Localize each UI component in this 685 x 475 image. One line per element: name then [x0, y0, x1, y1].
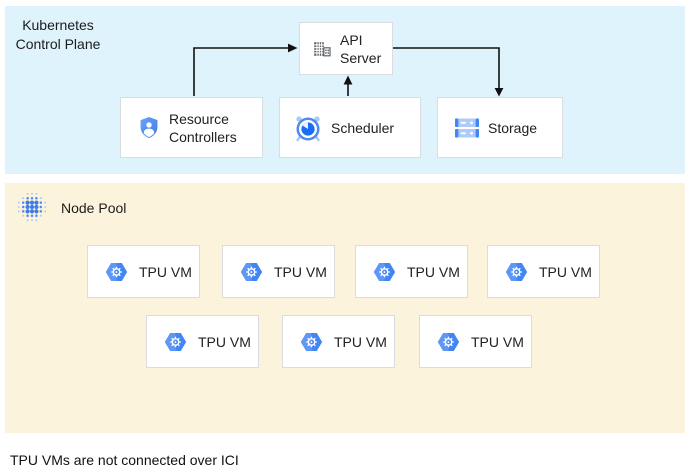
alarm-clock-icon [293, 113, 323, 143]
tpu-vm-box: TPU VM [419, 315, 532, 368]
node-api-server: API Server [299, 22, 393, 75]
tpu-hexagon-icon [163, 331, 188, 353]
tpu-vm-box: TPU VM [87, 245, 200, 298]
tpu-vm-label: TPU VM [274, 263, 327, 280]
node-label: API Server [340, 31, 382, 66]
node-label: Resource Controllers [169, 110, 237, 145]
control-plane-title: Kubernetes Control Plane [15, 17, 101, 52]
tpu-vm-label: TPU VM [198, 333, 251, 350]
node-resource-controllers: Resource Controllers [120, 97, 263, 158]
node-label: Scheduler [331, 119, 395, 136]
dotted-cluster-icon [17, 192, 47, 222]
tpu-hexagon-icon [504, 261, 529, 283]
node-storage: Storage [437, 97, 563, 158]
tpu-vm-box: TPU VM [487, 245, 600, 298]
tpu-vm-box: TPU VM [222, 245, 335, 298]
tpu-hexagon-icon [239, 261, 264, 283]
shield-user-icon [136, 115, 162, 141]
tpu-vm-label: TPU VM [407, 263, 460, 280]
node-scheduler: Scheduler [279, 97, 421, 158]
tpu-hexagon-icon [436, 331, 461, 353]
tpu-hexagon-icon [372, 261, 397, 283]
tpu-vm-box: TPU VM [282, 315, 395, 368]
caption: TPU VMs are not connected over ICI [10, 452, 239, 468]
node-pool-title: Node Pool [61, 200, 127, 216]
disk-stack-icon [454, 116, 480, 140]
tpu-vm-label: TPU VM [334, 333, 387, 350]
node-label: Storage [488, 119, 538, 136]
tpu-vm-label: TPU VM [471, 333, 524, 350]
building-icon [312, 39, 332, 59]
tpu-hexagon-icon [104, 261, 129, 283]
tpu-hexagon-icon [299, 331, 324, 353]
tpu-vm-label: TPU VM [539, 263, 592, 280]
node-pool-panel [5, 183, 685, 433]
tpu-vm-box: TPU VM [355, 245, 468, 298]
tpu-vm-label: TPU VM [139, 263, 192, 280]
tpu-vm-box: TPU VM [146, 315, 259, 368]
